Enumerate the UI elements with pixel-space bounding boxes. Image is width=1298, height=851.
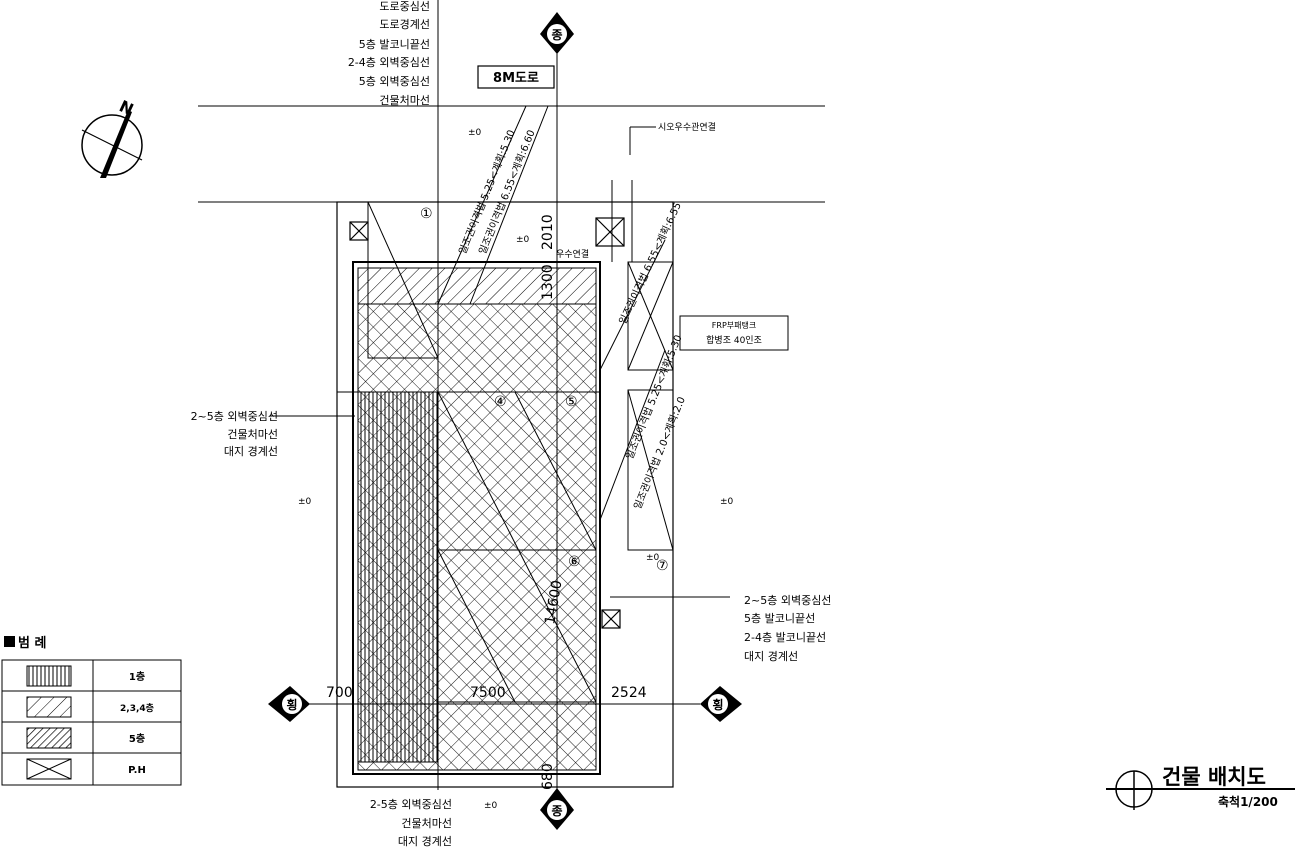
dimensions: 2010 1300 700 7500 2524 14600 680 [326,214,647,790]
tank-label-2: 합병조 40인조 [706,335,762,346]
legend-label-2: 5층 [129,732,145,745]
level-mark-0: ±0 [468,128,482,138]
right-label-0: 2~5층 외벽중심선 [744,594,831,607]
reference-lines [270,0,730,790]
grid-mark-3: ⑥ [568,554,581,570]
bottom-labels: 2-5층 외벽중심선 건물처마선 대지 경계선 [370,798,452,848]
dim-center: 7500 [470,685,506,701]
dim-left: 700 [326,685,353,701]
bottom-label-0: 2-5층 외벽중심선 [370,798,452,811]
top-label-5: 건물처마선 [379,94,430,107]
right-label-1: 5층 발코니끝선 [744,612,815,625]
bottom-label-1: 건물처마선 [401,817,452,830]
setback-lines [437,105,666,521]
top-label-4: 5층 외벽중심선 [359,75,430,88]
title-block: 건물 배치도 축척1/200 [1106,765,1295,810]
axis-mark-bottom: 종 [551,804,562,818]
legend-swatch-1 [26,696,72,718]
left-label-0: 2~5층 외벽중심선 [191,410,278,423]
left-label-1: 건물처마선 [227,428,278,441]
level-mark-4: ±0 [646,553,660,563]
axis-mark-right: 횡 [712,697,723,712]
grid-mark-4: ⑦ [656,558,669,574]
sewer-label: 시오우수관연결 [658,122,716,133]
septic-tank [627,261,674,551]
level-mark-3: ±0 [720,497,734,507]
level-mark-1: ±0 [516,235,530,245]
left-labels: 2~5층 외벽중심선 건물처마선 대지 경계선 [191,410,278,458]
road-label: 8M도로 [493,71,539,86]
grid-marks: ① ④ ⑤ ⑥ ⑦ [420,206,669,574]
legend-swatch-0 [26,665,72,687]
legend-label-0: 1층 [129,670,145,683]
top-label-2: 5층 발코니끝선 [359,38,430,51]
legend-swatch-3 [26,758,72,780]
legend-label-1: 2,3,4층 [120,702,154,714]
top-label-1: 도로경계선 [379,18,430,31]
top-label-3: 2-4층 외벽중심선 [348,56,430,69]
right-label-3: 대지 경계선 [744,650,798,663]
manholes [349,217,625,629]
top-labels: 도로중심선 도로경계선 5층 발코니끝선 2-4층 외벽중심선 5층 외벽중심선… [348,0,430,107]
scale-text: 축척1/200 [1218,794,1278,809]
legend-label-3: P.H [128,765,146,776]
axis-markers: 종 종 횡 횡 [268,12,742,830]
north-arrow: N [81,96,143,178]
setback-label-r1: 일조권이격법 5.25<계획:5.30 [623,333,685,461]
dim-mid: 1300 [540,264,556,300]
axis-mark-left: 횡 [286,697,297,712]
level-mark-2: ±0 [298,497,312,507]
dim-vertical: 14600 [542,579,565,626]
dim-right: 2524 [611,685,647,701]
legend-title: 범 례 [18,635,46,651]
floor-1-vertical-hatch [357,391,439,763]
bottom-label-2: 대지 경계선 [398,835,452,848]
grid-mark-0: ① [420,206,433,222]
setback-label-r0: 일조권이격법 6.55<계획:6.55 [616,200,684,326]
level-mark-5: ±0 [484,801,498,811]
grid-mark-1: ④ [494,394,507,410]
axis-mark-top: 종 [551,28,562,42]
top-label-0: 도로중심선 [379,0,430,13]
title-text: 건물 배치도 [1162,765,1266,789]
level-marks: ±0 ±0 ±0 ±0 ±0 ±0 [298,128,734,811]
right-label-2: 2-4층 발코니끝선 [744,631,826,644]
dim-top: 2010 [540,214,556,250]
rain-label: 우수연결 [556,249,589,260]
left-label-2: 대지 경계선 [224,445,278,458]
dim-bottom: 680 [540,763,556,790]
legend: 범 례 1층 2,3,4층 5층 P.H [1,635,182,786]
grid-mark-2: ⑤ [565,394,578,410]
setback-label-r2: 일조권이격법 2.0<계획:2.0 [631,395,688,511]
right-labels: 2~5층 외벽중심선 5층 발코니끝선 2-4층 발코니끝선 대지 경계선 [744,594,831,663]
tank-label-1: FRP부패탱크 [712,320,756,330]
legend-swatch-2 [26,727,72,749]
